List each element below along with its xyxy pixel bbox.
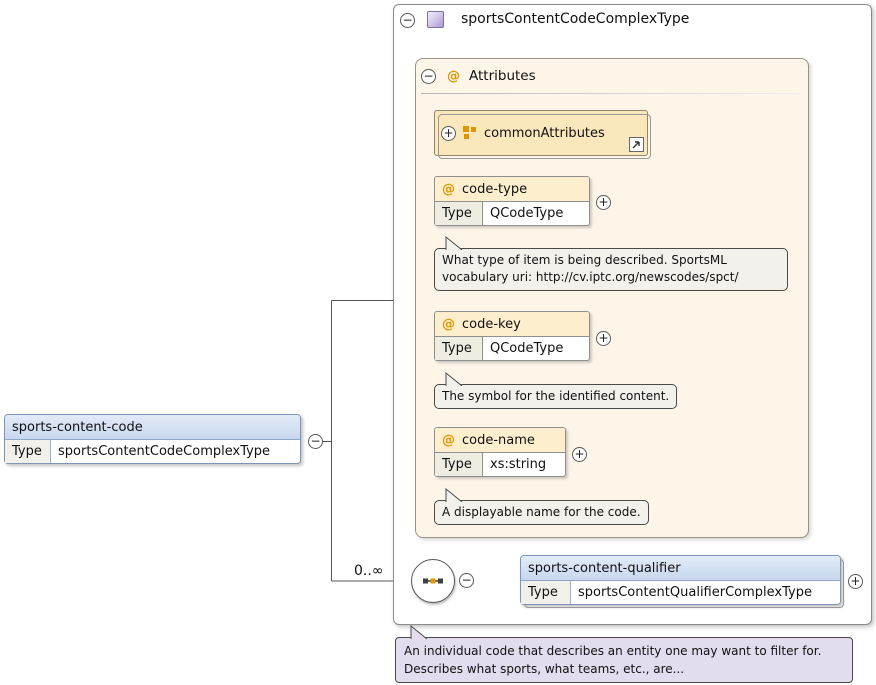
at-symbol: @ <box>442 182 455 197</box>
type-value: xs:string <box>490 457 547 472</box>
attributes-title: Attributes <box>469 68 536 84</box>
attribute-group-commonattributes[interactable]: + commonAttributes <box>434 110 651 159</box>
code-name-expand-toggle[interactable]: + <box>572 447 587 462</box>
at-symbol: @ <box>442 433 455 448</box>
doc-text: A displayable name for the code. <box>442 505 641 519</box>
annotation-text: An individual code that describes an ent… <box>404 644 822 676</box>
type-value: QCodeType <box>490 206 564 221</box>
doc-text: The symbol for the identified content. <box>442 389 670 403</box>
complextype-collapse-toggle[interactable]: − <box>400 13 415 28</box>
type-value: sportsContentCodeComplexType <box>58 444 271 459</box>
attribute-box-code-name[interactable]: @ code-name Type xs:string <box>434 427 566 477</box>
element-name: sports-content-code <box>5 415 300 440</box>
jump-to-definition-icon[interactable] <box>629 137 644 152</box>
attribute-name: code-name <box>462 433 535 448</box>
callout-tail <box>445 487 463 502</box>
attribute-group-label: commonAttributes <box>484 125 605 141</box>
doc-callout-code-type: What type of item is being described. Sp… <box>434 235 788 291</box>
doc-text: What type of item is being described. Sp… <box>442 253 739 285</box>
type-label: Type <box>435 453 483 476</box>
type-label: Type <box>5 440 51 463</box>
attribute-box-code-type[interactable]: @ code-type Type QCodeType <box>434 176 590 226</box>
type-annotation: An individual code that describes an ent… <box>395 624 853 683</box>
qualifier-expand-toggle[interactable]: + <box>848 574 863 589</box>
callout-tail <box>410 624 428 639</box>
commonattributes-expand-toggle[interactable]: + <box>441 125 456 141</box>
element-box-sports-content-code[interactable]: sports-content-code Type sportsContentCo… <box>4 414 301 464</box>
code-type-expand-toggle[interactable]: + <box>596 195 611 210</box>
attributes-separator <box>421 93 799 94</box>
sequence-icon <box>423 578 443 584</box>
complextype-icon <box>427 11 444 28</box>
element-name: sports-content-qualifier <box>521 556 840 581</box>
type-value: sportsContentQualifierComplexType <box>578 585 812 600</box>
complextype-title: sportsContentCodeComplexType <box>461 11 690 27</box>
occurrence-label: 0..∞ <box>354 563 384 579</box>
attribute-box-code-key[interactable]: @ code-key Type QCodeType <box>434 311 590 361</box>
attribute-name: code-key <box>462 317 521 332</box>
attributes-collapse-toggle[interactable]: − <box>421 69 436 84</box>
attribute-group-icon <box>463 126 477 140</box>
type-label: Type <box>435 337 483 360</box>
callout-tail <box>445 235 463 250</box>
sequence-collapse-toggle[interactable]: − <box>459 573 474 588</box>
at-symbol: @ <box>442 317 455 332</box>
code-key-expand-toggle[interactable]: + <box>596 331 611 346</box>
type-label: Type <box>521 581 571 604</box>
sequence-compositor[interactable] <box>411 559 455 603</box>
attribute-name: code-type <box>462 182 528 197</box>
doc-callout-code-key: The symbol for the identified content. <box>434 371 678 410</box>
element-box-sports-content-qualifier[interactable]: sports-content-qualifier Type sportsCont… <box>520 555 844 608</box>
type-value: QCodeType <box>490 341 564 356</box>
callout-tail <box>445 371 463 386</box>
root-collapse-toggle[interactable]: − <box>308 434 323 449</box>
at-symbol: @ <box>447 69 460 84</box>
doc-callout-code-name: A displayable name for the code. <box>434 487 649 526</box>
type-label: Type <box>435 202 483 225</box>
